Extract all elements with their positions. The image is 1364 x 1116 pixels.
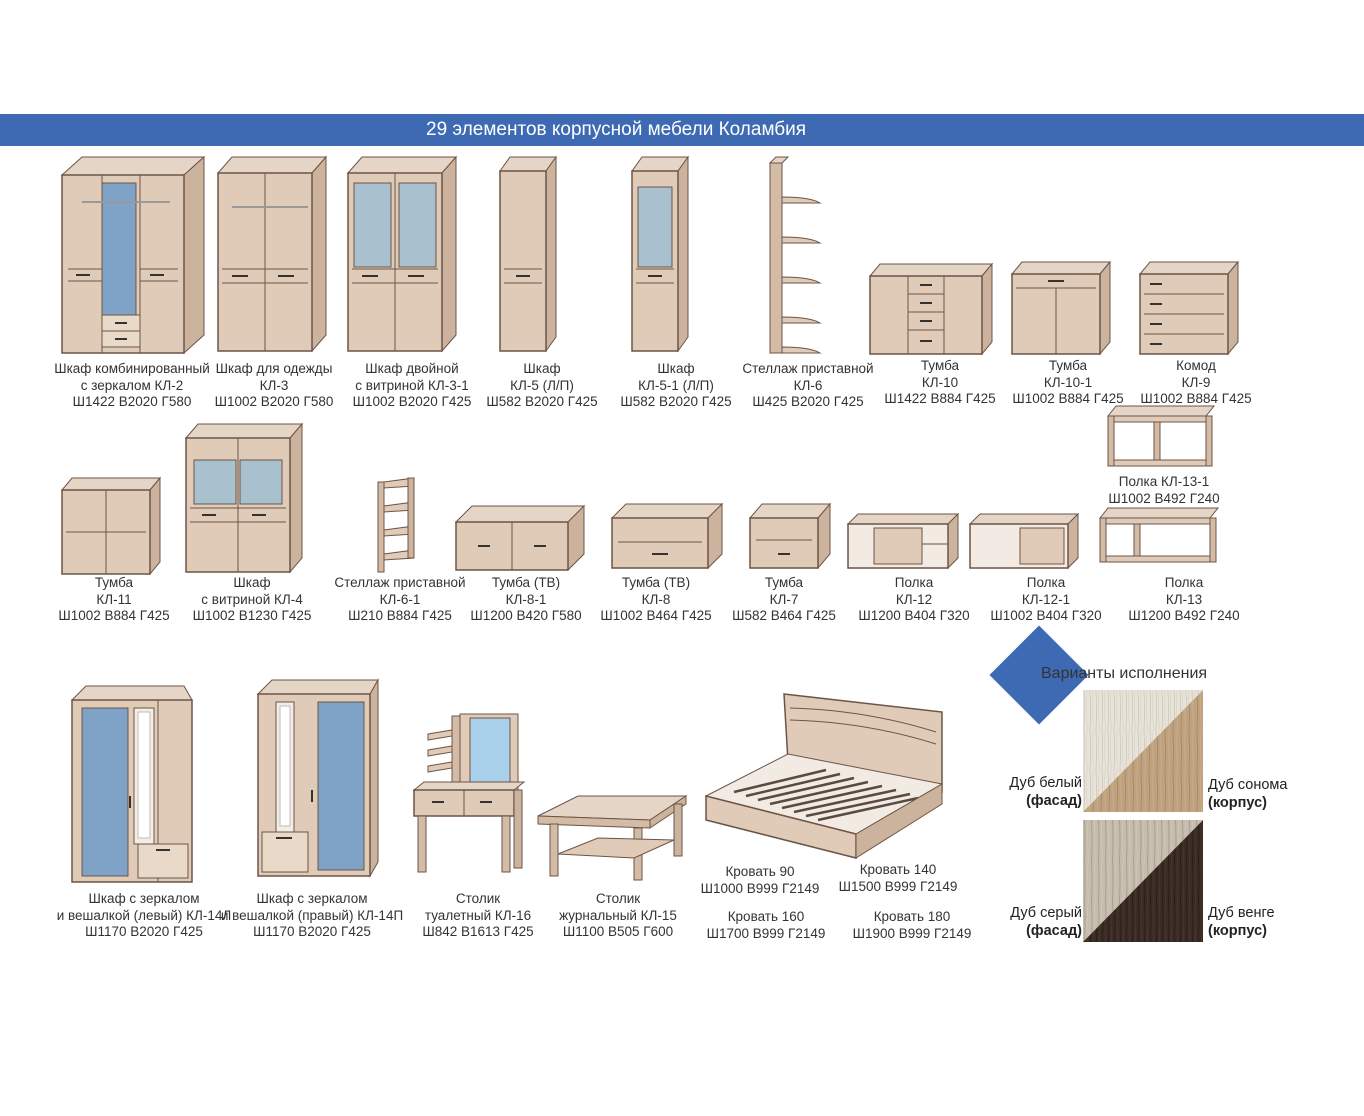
wardrobe-kl-14p-drawing — [256, 678, 379, 878]
chest-kl-9-drawing — [1138, 260, 1240, 356]
swatch-oak-grey-wenge — [1083, 820, 1203, 947]
swatch-oak-white-sonoma — [1083, 690, 1203, 817]
wardrobe-kl-14l-drawing — [70, 685, 193, 883]
cabinet-kl-11-drawing — [60, 476, 162, 576]
wardrobe-kl-3-drawing — [216, 155, 328, 353]
shelf-kl-13-1-drawing — [1106, 405, 1216, 467]
wardrobe-kl-3-1-drawing — [346, 155, 458, 353]
title-banner: 29 элементов корпусной мебели Коламбия — [0, 114, 1364, 146]
label-oak-grey: Дуб серый(фасад) — [1010, 905, 1082, 939]
label-wenge: Дуб венге(корпус) — [1208, 905, 1275, 939]
shelf-kl-13-drawing — [1098, 507, 1220, 563]
cabinet-kl-4-drawing — [184, 422, 304, 574]
shelf-kl-12-drawing — [846, 512, 960, 570]
label-oak-white: Дуб белый(фасад) — [1009, 775, 1082, 809]
cabinet-kl-10-drawing — [868, 262, 994, 356]
label-oak-sonoma: Дуб сонома(корпус) — [1208, 777, 1288, 811]
wardrobe-kl-5-1-drawing — [631, 155, 689, 353]
swatch-oak-white-sonoma-image — [1083, 690, 1203, 812]
variants-title: Варианты исполнения — [1041, 665, 1208, 682]
dressing-table-kl-16-drawing — [412, 713, 526, 873]
cabinet-kl-10-1-drawing — [1010, 260, 1112, 356]
swatch-oak-grey-wenge-image — [1083, 820, 1203, 942]
page-title: 29 элементов корпусной мебели Коламбия — [426, 119, 807, 140]
rack-kl-6-1-drawing — [377, 477, 415, 573]
tv-stand-kl-8-1-drawing — [454, 504, 586, 572]
wardrobe-kl-5-drawing — [499, 155, 557, 353]
rack-kl-6-drawing — [768, 156, 822, 354]
coffee-table-kl-15-drawing — [537, 795, 688, 881]
shelf-kl-12-1-drawing — [968, 512, 1080, 570]
cabinet-kl-7-drawing — [748, 502, 832, 570]
wardrobe-kl-2-drawing — [60, 155, 206, 355]
bed-drawing — [704, 693, 944, 859]
tv-stand-kl-8-drawing — [610, 502, 724, 570]
